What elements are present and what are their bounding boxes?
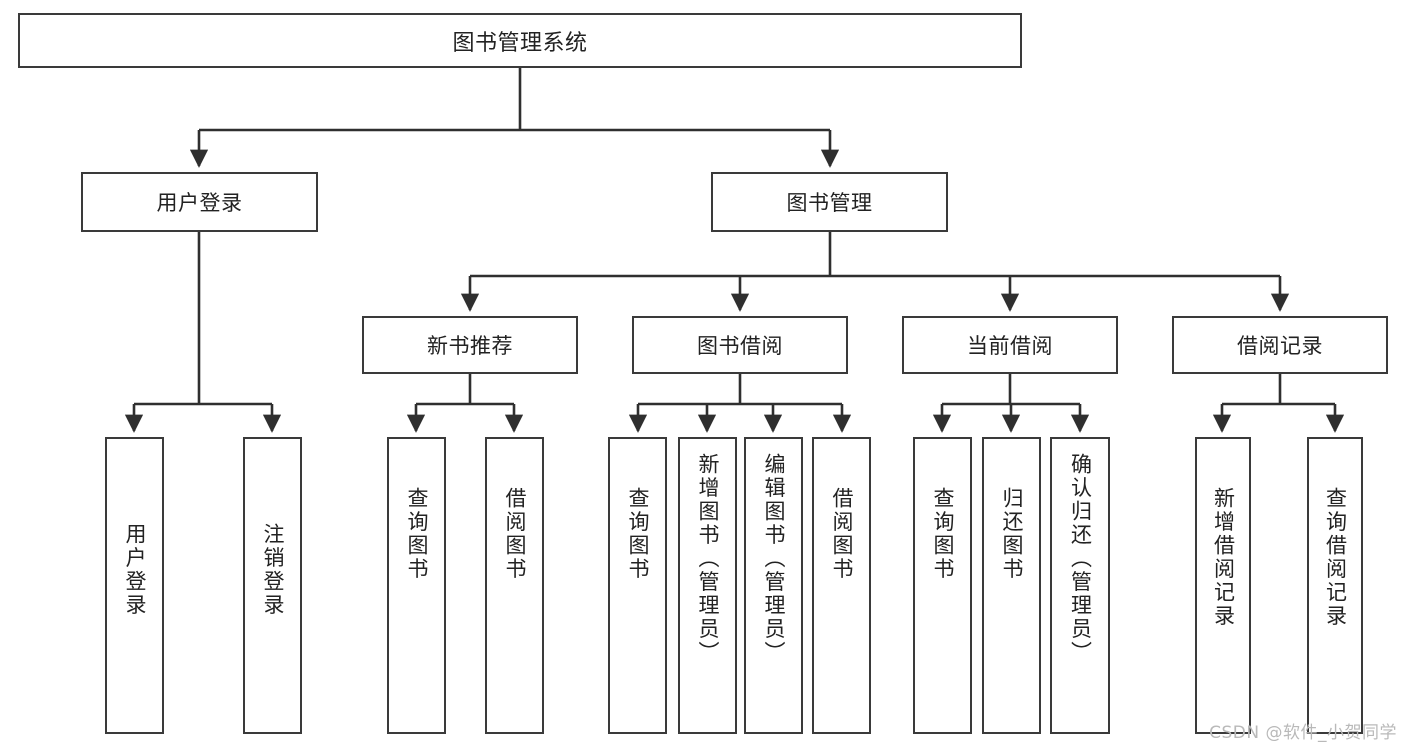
node-label: 图书管理 [786,191,873,215]
leaf-confirm-return-admin[interactable]: 确认归还（管理员） [1050,437,1110,734]
node-label: 查询图书 [405,487,429,581]
node-label: 新增借阅记录 [1211,487,1236,628]
node-user-login[interactable]: 用户登录 [81,172,318,232]
node-book-management[interactable]: 图书管理 [711,172,948,232]
node-label: 查询图书 [931,487,955,581]
node-label: 借阅图书 [503,487,527,581]
node-label: 用户登录 [123,523,147,617]
node-label: 注销登录 [261,523,285,617]
leaf-query-book-borrow[interactable]: 查询图书 [608,437,667,734]
node-book-borrow[interactable]: 图书借阅 [632,316,848,374]
node-current-borrow[interactable]: 当前借阅 [902,316,1118,374]
csdn-watermark: CSDN @软件_小贺同学 [1209,723,1397,743]
node-book-management-system[interactable]: 图书管理系统 [18,13,1022,68]
leaf-user-login[interactable]: 用户登录 [105,437,164,734]
leaf-add-book-admin[interactable]: 新增图书（管理员） [678,437,737,734]
leaf-borrow-book[interactable]: 借阅图书 [812,437,871,734]
node-label: 用户登录 [156,191,243,215]
node-label: 查询借阅记录 [1323,487,1348,628]
leaf-logout-login[interactable]: 注销登录 [243,437,302,734]
node-label: 新增图书（管理员） [696,453,720,665]
leaf-add-borrow-record[interactable]: 新增借阅记录 [1195,437,1251,734]
leaf-borrow-book-recommend[interactable]: 借阅图书 [485,437,544,734]
node-label: 归还图书 [1000,487,1024,581]
node-label: 图书管理系统 [452,30,588,56]
node-label: 查询图书 [626,487,650,581]
node-label: 当前借阅 [967,334,1053,358]
node-borrow-record[interactable]: 借阅记录 [1172,316,1388,374]
node-new-book-recommend[interactable]: 新书推荐 [362,316,578,374]
node-label: 编辑图书（管理员） [762,453,786,665]
leaf-return-book[interactable]: 归还图书 [982,437,1041,734]
node-label: 确认归还（管理员） [1068,453,1093,665]
node-label: 新书推荐 [427,334,513,358]
leaf-query-book-recommend[interactable]: 查询图书 [387,437,446,734]
node-label: 借阅记录 [1237,334,1323,358]
node-label: 借阅图书 [830,487,854,581]
leaf-edit-book-admin[interactable]: 编辑图书（管理员） [744,437,803,734]
leaf-query-book-current[interactable]: 查询图书 [913,437,972,734]
node-label: 图书借阅 [697,334,783,358]
leaf-query-borrow-record[interactable]: 查询借阅记录 [1307,437,1363,734]
